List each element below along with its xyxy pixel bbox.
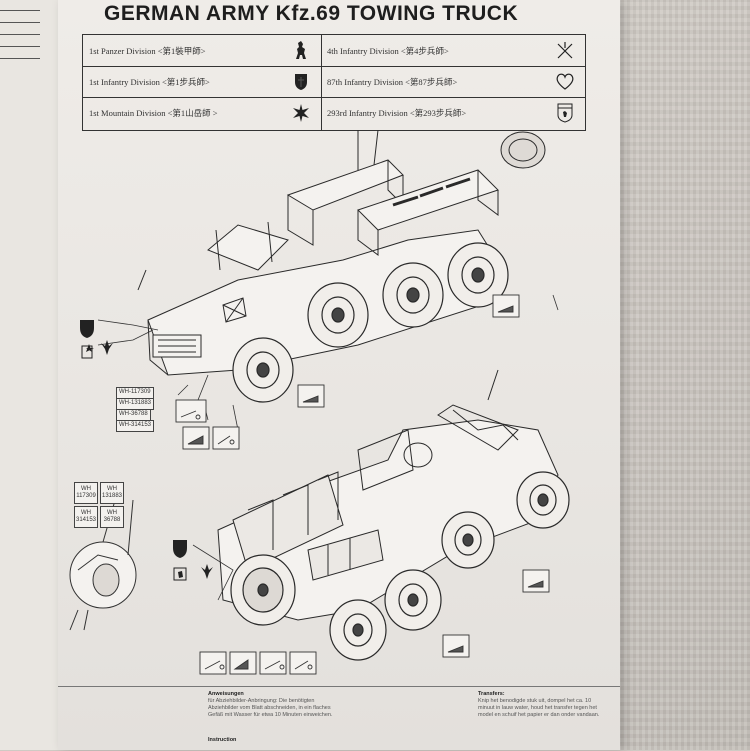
bear-shield-icon <box>551 101 579 125</box>
crossed-lines-icon <box>551 39 579 63</box>
bear-icon <box>287 39 315 63</box>
plate-prefix: WH <box>107 486 117 492</box>
legend-item: 87th Infantry Division <第87步兵師> <box>321 66 585 97</box>
legend-label: 1st Infantry Division <第1步兵師> <box>89 76 210 87</box>
plate-prefix: WH <box>107 510 117 516</box>
plate-number: 314153 <box>75 517 97 523</box>
instruction-heading: Transfers: <box>478 691 505 697</box>
sheet-title: GERMAN ARMY Kfz.69 TOWING TRUCK <box>104 2 519 25</box>
instruction-text: für Abziehbilder-Anbringung: Die benötig… <box>208 698 333 718</box>
marking-diagram-boxes <box>175 294 520 450</box>
legend-label: 87th Infantry Division <第87步兵師> <box>327 76 458 87</box>
decal-instructions: Anweisungen für Abziehbilder-Anbringung:… <box>58 686 620 751</box>
truck-top-wheels <box>232 242 509 403</box>
legend-item: 293rd Infantry Division <第293步兵師> <box>321 97 585 128</box>
instruction-text: Knip het benodigde stuk uit, dompel het … <box>478 698 600 718</box>
shield-icon <box>287 70 315 94</box>
instruction-heading: Instruction <box>208 737 237 743</box>
marking-diagram-boxes-bottom <box>199 569 550 675</box>
instruction-heading: Anweisungen <box>208 691 244 697</box>
legend-label: 1st Mountain Division <第1山岳師 > <box>89 107 218 118</box>
legend-item: 1st Panzer Division <第1裝甲師> <box>83 35 321 66</box>
plate-number: 131883 <box>101 493 123 499</box>
legend-label: 4th Infantry Division <第4步兵師> <box>327 45 449 56</box>
plate-prefix: WH <box>81 486 91 492</box>
plate-number: 36788 <box>103 517 121 523</box>
heart-icon <box>551 70 579 94</box>
division-legend-table: 1st Panzer Division <第1裝甲師> 1st Infantry… <box>82 34 586 131</box>
plate-box: WH 314153 <box>74 506 98 528</box>
legend-label: 293rd Infantry Division <第293步兵師> <box>327 107 467 118</box>
truck-bottom-view <box>217 369 559 621</box>
instruction-column: Anweisungen für Abziehbilder-Anbringung:… <box>208 691 333 749</box>
plate-prefix: WH <box>81 510 91 516</box>
instruction-column: Transfers: Knip het benodigde stuk uit, … <box>478 691 603 749</box>
legend-item: 1st Infantry Division <第1步兵師> <box>83 66 321 97</box>
plate-box: WH 117309 <box>74 482 98 504</box>
plate-box: WH 131883 <box>100 482 124 504</box>
adjacent-page <box>0 0 60 750</box>
instruction-column: Instruction <box>208 737 333 751</box>
plate-number: 117309 <box>76 493 96 499</box>
plate-box: WH 36788 <box>100 506 124 528</box>
legend-label: 1st Panzer Division <第1裝甲師> <box>89 45 206 56</box>
legend-item: 1st Mountain Division <第1山岳師 > <box>83 97 321 128</box>
plate-number: WH-36788 <box>116 409 151 421</box>
plate-number: WH-131883 <box>116 398 155 410</box>
assembly-diagram: WH-117309 WH-131883 WH-36788 WH-314153 W… <box>58 130 620 685</box>
small-emblems-top <box>80 320 113 359</box>
plate-number: WH-314153 <box>116 420 155 432</box>
legend-item: 4th Infantry Division <第4步兵師> <box>321 35 585 66</box>
edelweiss-icon <box>287 101 315 125</box>
plate-number: WH-117309 <box>116 387 154 399</box>
detail-wheel-callout <box>69 489 137 631</box>
instruction-sheet: GERMAN ARMY Kfz.69 TOWING TRUCK 1st Panz… <box>58 0 620 750</box>
truck-bottom-wheels <box>230 471 570 661</box>
small-emblems-bottom <box>173 540 234 601</box>
